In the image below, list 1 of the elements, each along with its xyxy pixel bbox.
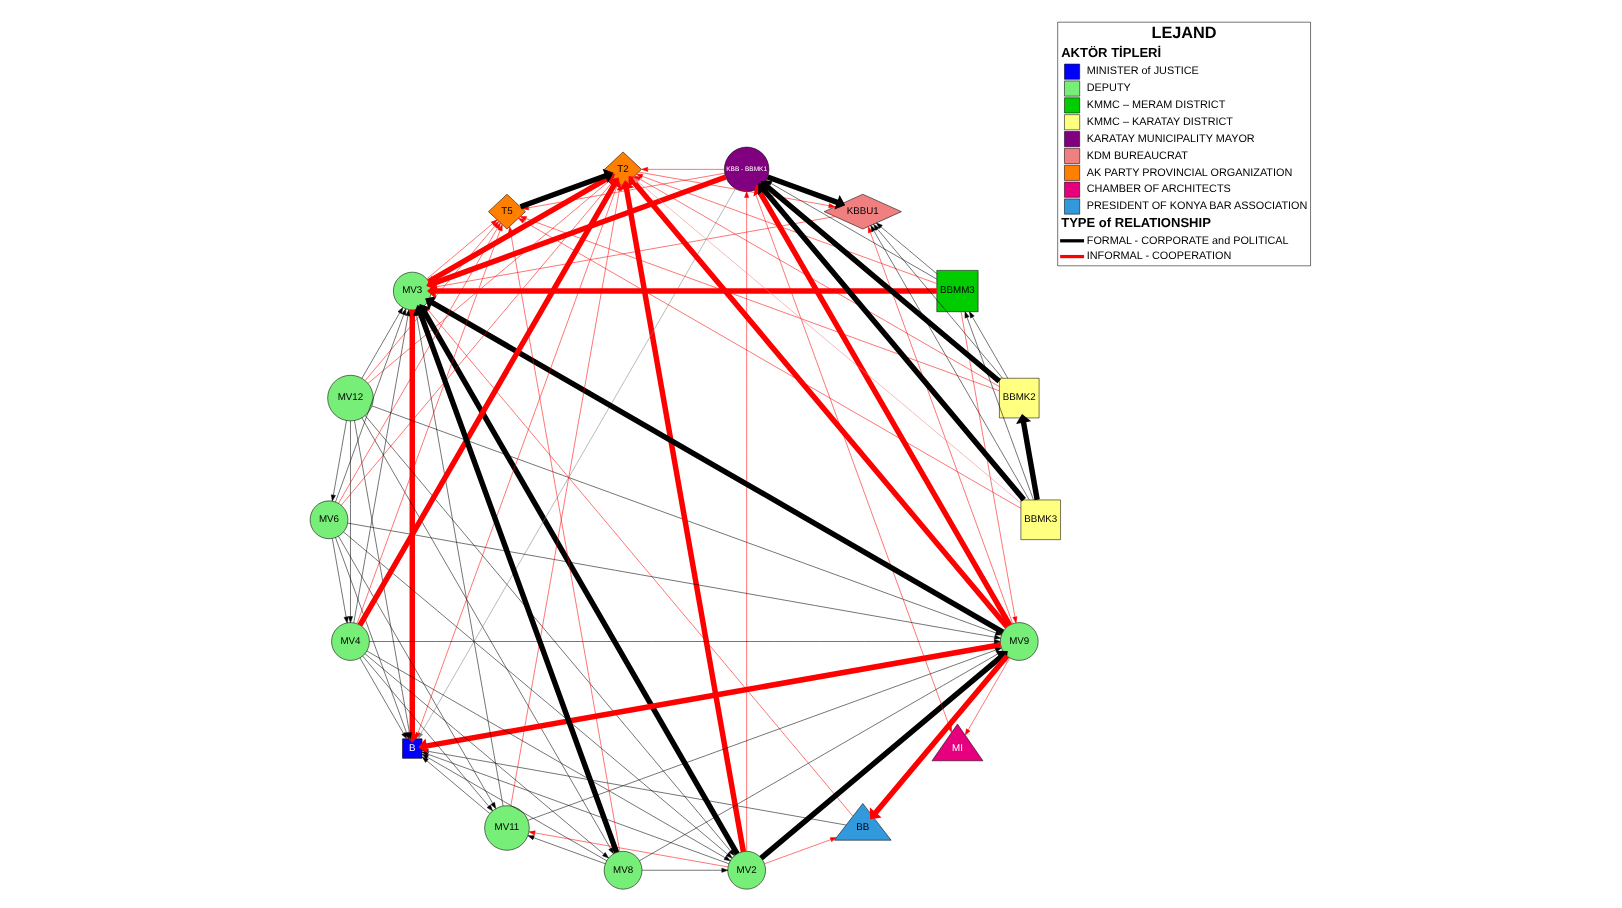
label: LEJAND: [1150, 23, 1216, 42]
